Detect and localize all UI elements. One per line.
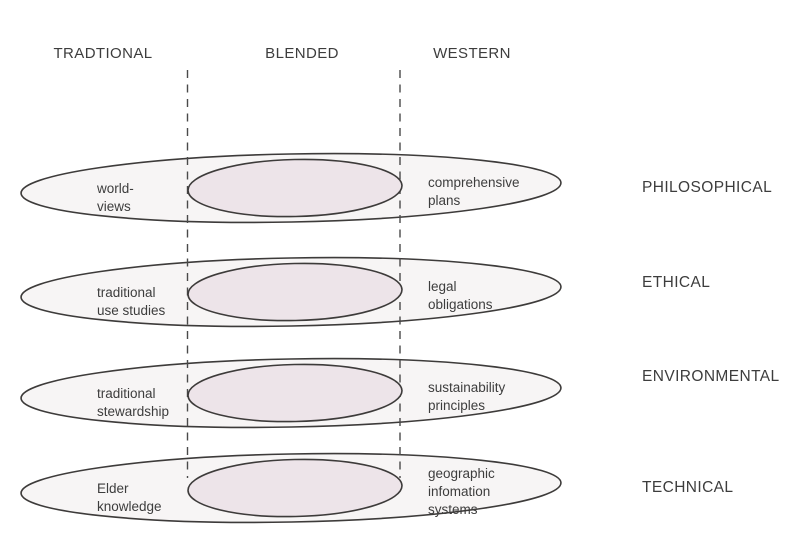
western-label-philosophical: comprehensive plans <box>428 175 520 208</box>
traditional-label-ethical: traditional use studies <box>97 285 166 318</box>
blended-ellipse-philosophical <box>187 158 403 218</box>
traditional-label-technical: Elder knowledge <box>97 481 162 514</box>
western-label-environmental: sustainability principles <box>428 380 506 413</box>
category-label-environmental: ENVIRONMENTAL <box>642 368 780 385</box>
blended-ellipse-ethical <box>187 262 403 322</box>
category-label-philosophical: PHILOSOPHICAL <box>642 179 773 196</box>
western-label-technical: geographic infomation systems <box>428 466 495 517</box>
blended-ellipse-technical <box>187 458 403 518</box>
column-header-blended: BLENDED <box>265 45 339 62</box>
western-label-ethical: legal obligations <box>428 279 493 312</box>
column-header-western: WESTERN <box>433 45 511 62</box>
traditional-label-environmental: traditional stewardship <box>97 386 170 419</box>
traditional-label-philosophical: world- views <box>97 181 134 214</box>
column-header-traditional: TRADTIONAL <box>53 45 153 62</box>
blended-ellipse-environmental <box>187 363 403 423</box>
category-label-technical: TECHNICAL <box>642 479 734 496</box>
category-label-ethical: ETHICAL <box>642 274 711 291</box>
